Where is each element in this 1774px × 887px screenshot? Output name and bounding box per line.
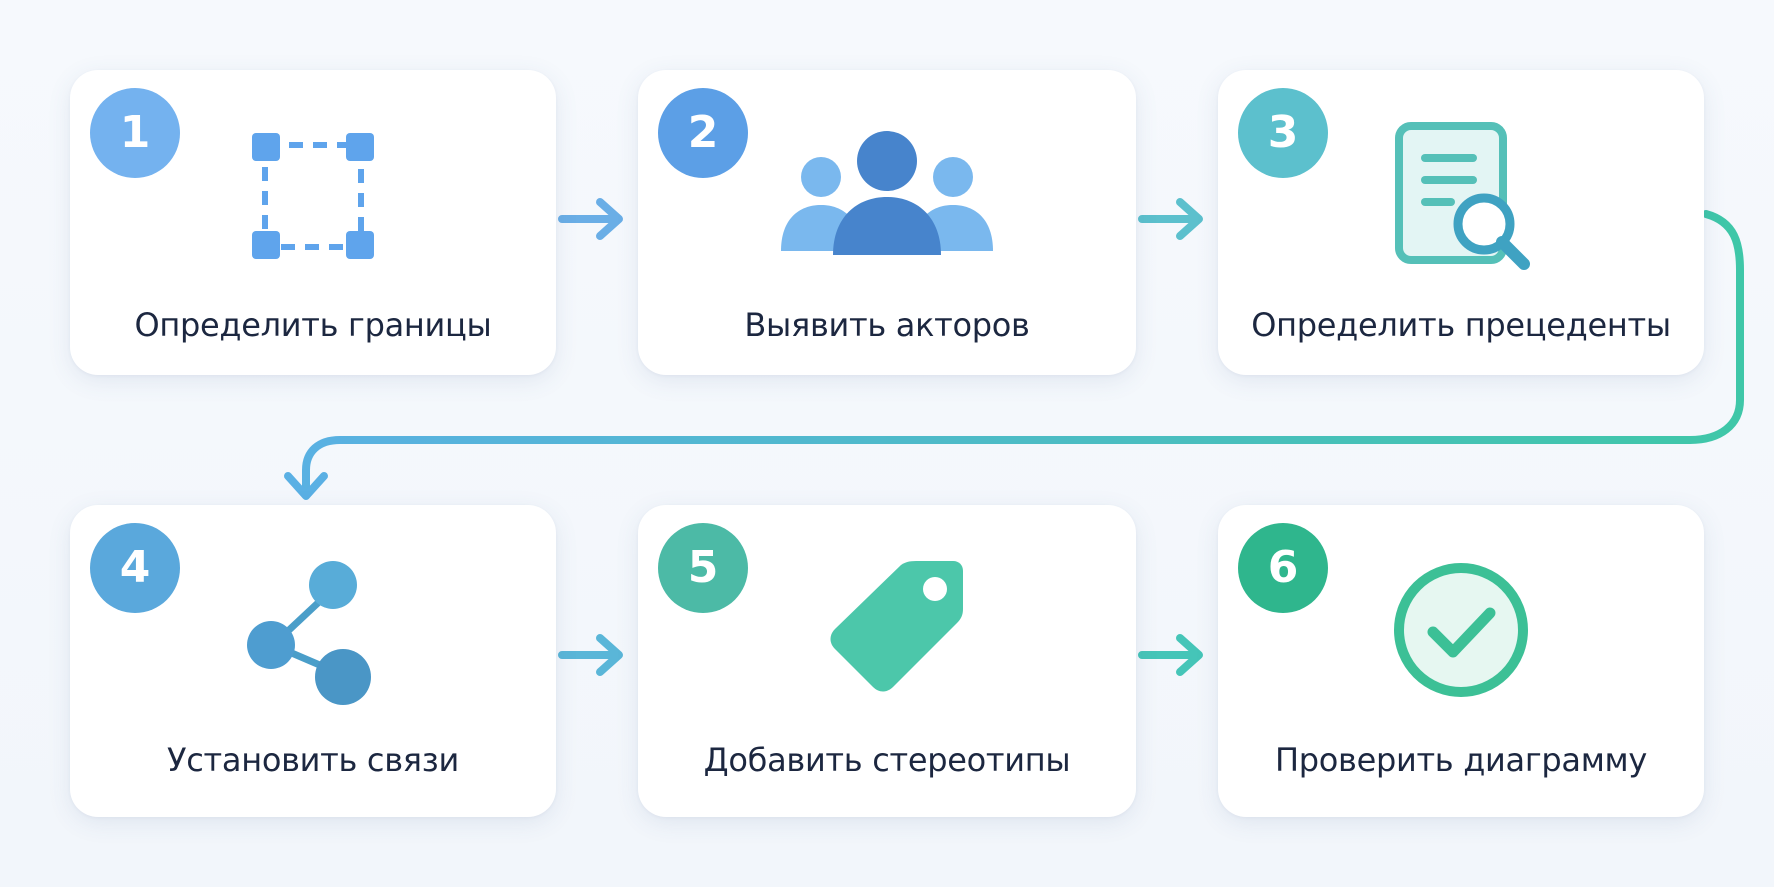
step-label: Выявить акторов (744, 306, 1030, 344)
step-card-2: 2 Выявить акторов (638, 70, 1136, 375)
step-label: Добавить стереотипы (703, 741, 1071, 779)
arrow-1-to-2-icon (558, 198, 623, 240)
tag-icon (830, 561, 963, 692)
step-card-3: 3 Определить прецеденты (1218, 70, 1704, 375)
step-number-badge: 5 (658, 523, 748, 613)
step-card-4: 4 Установить связи (70, 505, 556, 817)
step-number-badge: 3 (1238, 88, 1328, 178)
step-card-6: 6 Проверить диаграмму (1218, 505, 1704, 817)
step-label: Определить прецеденты (1251, 306, 1671, 344)
step-card-5: 5 Добавить стереотипы (638, 505, 1136, 817)
arrow-2-to-3-icon (1138, 198, 1203, 240)
actors-group-icon (781, 131, 993, 255)
step-number-badge: 4 (90, 523, 180, 613)
document-search-icon (1395, 122, 1530, 270)
step-number-badge: 1 (90, 88, 180, 178)
step-card-1: 1 Определить границы (70, 70, 556, 375)
step-label: Установить связи (167, 741, 459, 779)
share-nodes-icon (247, 561, 371, 705)
step-label: Определить границы (134, 306, 492, 344)
step-number-badge: 2 (658, 88, 748, 178)
system-boundary-icon (252, 133, 374, 259)
arrow-4-to-5-icon (558, 634, 623, 676)
check-circle-icon (1394, 563, 1528, 697)
step-number-badge: 6 (1238, 523, 1328, 613)
arrow-5-to-6-icon (1138, 634, 1203, 676)
step-label: Проверить диаграмму (1274, 741, 1648, 779)
